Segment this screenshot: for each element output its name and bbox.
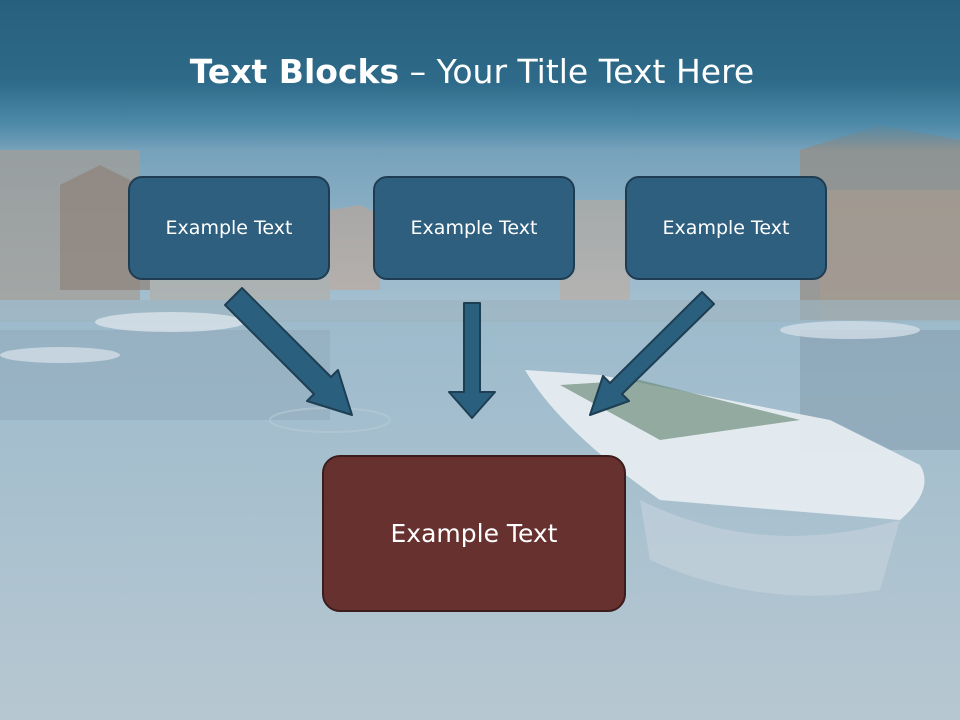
text-block-top-2: Example Text [373, 176, 575, 280]
text-block-top-3: Example Text [625, 176, 827, 280]
text-block-bottom: Example Text [322, 455, 626, 612]
title-band [0, 0, 960, 150]
text-block-top-1: Example Text [128, 176, 330, 280]
slide-title: Text Blocks – Your Title Text Here [0, 52, 944, 91]
arrow-down-right-icon [224, 287, 353, 416]
title-rest: Your Title Text Here [436, 52, 755, 91]
arrow-down-icon [448, 302, 496, 419]
arrow-down-left-icon [589, 291, 715, 416]
title-bold: Text Blocks [189, 52, 400, 91]
title-separator: – [399, 52, 437, 91]
